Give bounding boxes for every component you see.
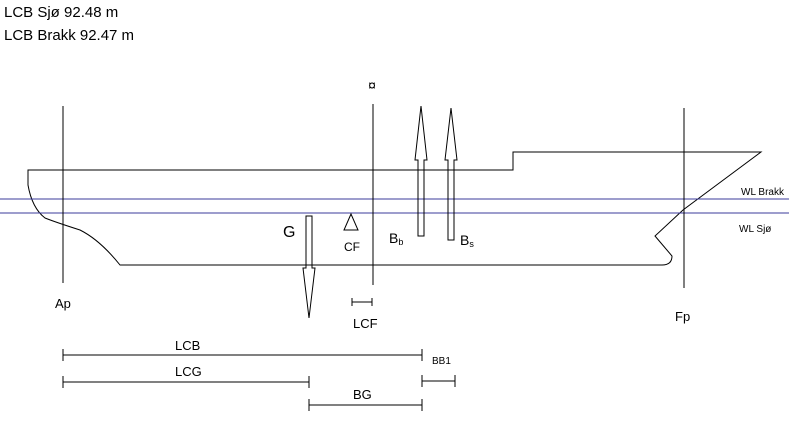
cf-label: CF (344, 240, 360, 254)
lcg-label: LCG (175, 364, 202, 379)
buoyancy-arrow-sea (444, 107, 458, 241)
gravity-arrow (302, 215, 316, 319)
waterline-brackish-label: WL Brakk (741, 187, 785, 198)
waterline-sea-label: WL Sjø (739, 224, 771, 235)
ap-label: Ap (55, 296, 71, 311)
bg-label: BG (353, 387, 372, 402)
midship-symbol: ¤ (368, 77, 376, 93)
lcf-label: LCF (353, 316, 378, 331)
bb-label: Bb (389, 230, 403, 247)
bs-label: Bs (460, 232, 474, 249)
lcb-brackish-text: LCB Brakk 92.47 m (4, 27, 134, 44)
lcb-label: LCB (175, 338, 200, 353)
bb1-label: BB1 (432, 356, 451, 367)
lcb-sea-text: LCB Sjø 92.48 m (4, 4, 118, 21)
hull-outline (27, 151, 763, 266)
g-label: G (283, 224, 295, 241)
fp-label: Fp (675, 309, 690, 324)
cf-triangle (343, 212, 359, 231)
buoyancy-arrow-brackish (414, 105, 428, 237)
